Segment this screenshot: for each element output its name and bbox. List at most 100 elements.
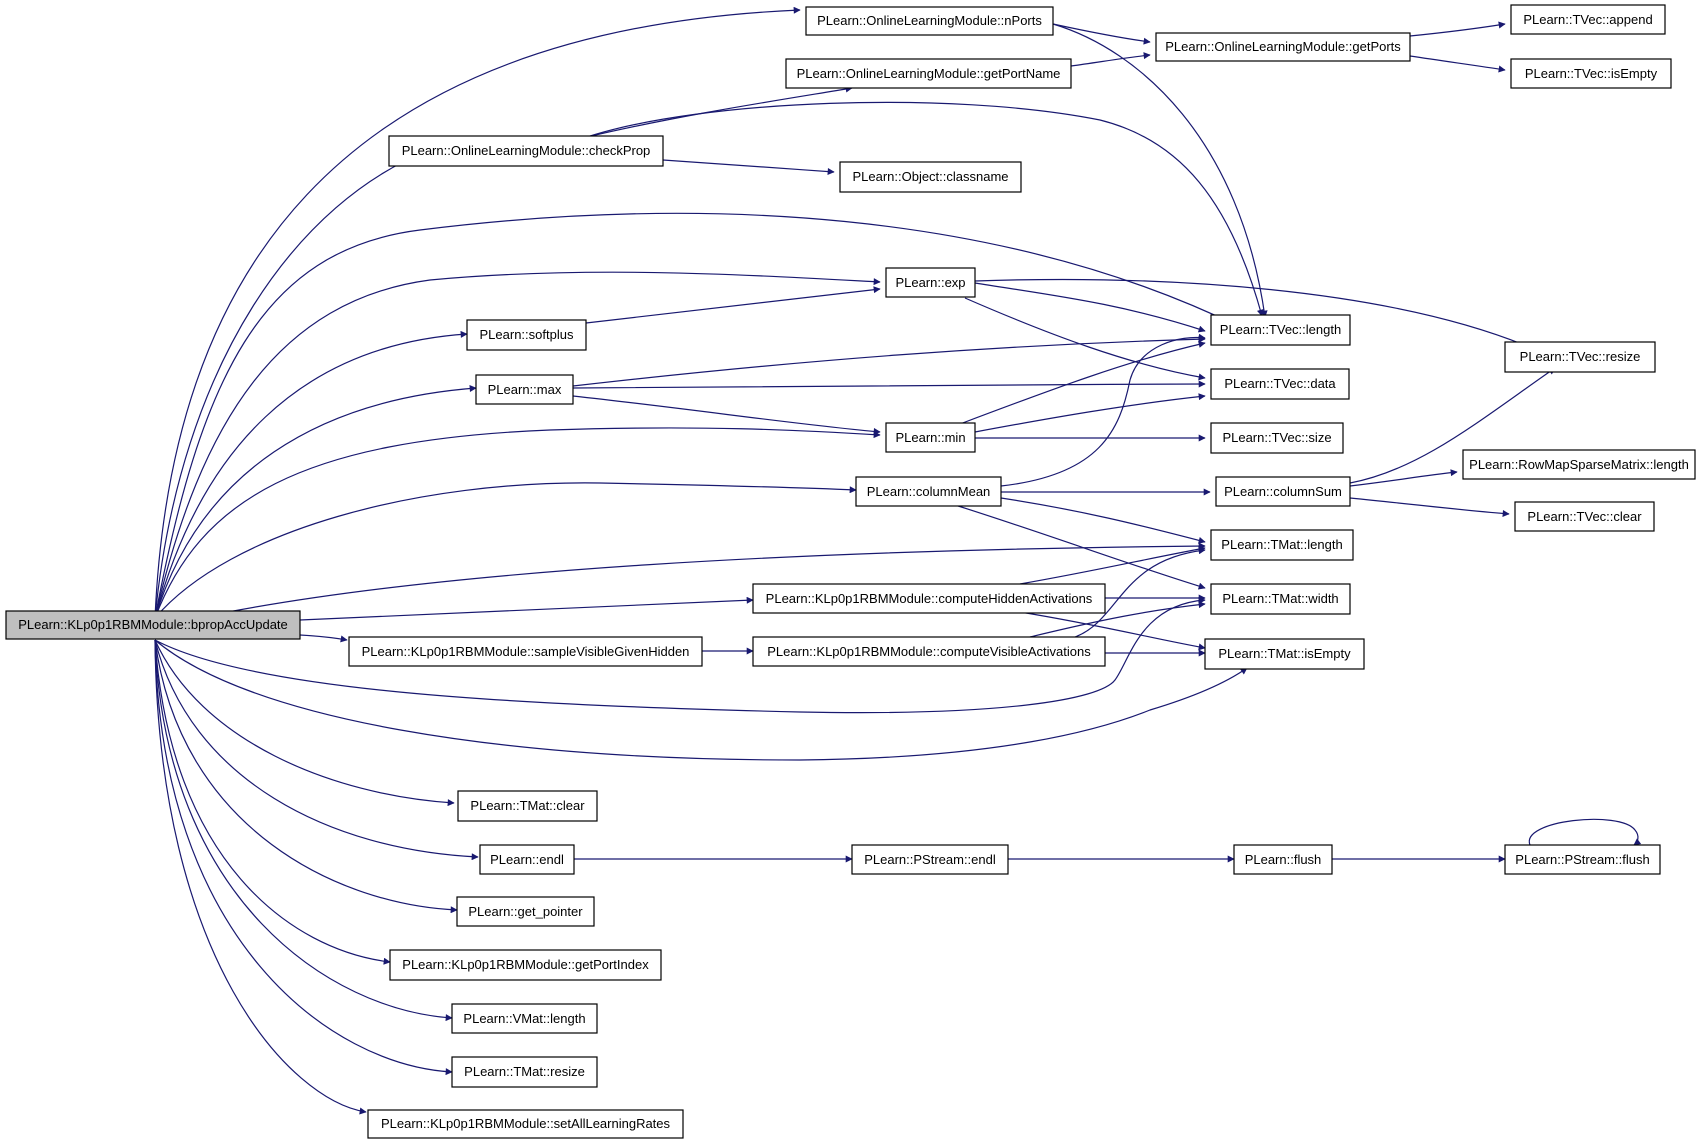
svg-text:PLearn::columnMean: PLearn::columnMean [867,484,991,499]
node-tmat-width[interactable]: PLearn::TMat::width [1210,583,1351,615]
svg-text:PLearn::get_pointer: PLearn::get_pointer [468,904,583,919]
edge-root-max [154,384,477,619]
svg-text:PLearn::TVec::size: PLearn::TVec::size [1222,430,1331,445]
edge-root-endl [154,639,479,861]
node-getports[interactable]: PLearn::OnlineLearningModule::getPorts [1155,32,1411,62]
node-max[interactable]: PLearn::max [475,374,574,405]
node-setalllearningrates[interactable]: PLearn::KLp0p1RBMModule::setAllLearningR… [367,1109,684,1139]
svg-text:PLearn::columnSum: PLearn::columnSum [1224,484,1342,499]
edge-getportname-getports [1070,52,1151,67]
edge-max-tveclength [572,335,1206,387]
svg-text:PLearn::KLp0p1RBMModule::getPo: PLearn::KLp0p1RBMModule::getPortIndex [402,957,649,972]
edge-exp-tveclength [974,282,1206,333]
nodes: PLearn::KLp0p1RBMModule::bpropAccUpdate … [5,4,1696,1139]
svg-text:PLearn::TMat::length: PLearn::TMat::length [1221,537,1342,552]
svg-text:PLearn::KLp0p1RBMModule::sampl: PLearn::KLp0p1RBMModule::sampleVisibleGi… [362,644,690,659]
edge-root-checkprop [154,149,431,619]
node-tvec-size[interactable]: PLearn::TVec::size [1210,422,1344,454]
edge-root-tmatresize [154,639,453,1076]
svg-text:PLearn::VMat::length: PLearn::VMat::length [463,1011,585,1026]
node-tvec-clear[interactable]: PLearn::TVec::clear [1514,501,1655,532]
edge-root-softplus [154,330,468,619]
svg-text:PLearn::TVec::length: PLearn::TVec::length [1220,322,1341,337]
edge-root-tmatwidth [154,596,1206,714]
node-tmat-clear[interactable]: PLearn::TMat::clear [457,790,598,822]
node-checkprop[interactable]: PLearn::OnlineLearningModule::checkProp [388,135,664,167]
svg-text:PLearn::RowMapSparseMatrix::le: PLearn::RowMapSparseMatrix::length [1469,457,1689,472]
edge-root-setalllearningrates [154,639,367,1115]
node-pstream-flush[interactable]: PLearn::PStream::flush [1504,844,1661,875]
svg-text:PLearn::max: PLearn::max [488,382,562,397]
node-computevisible[interactable]: PLearn::KLp0p1RBMModule::computeVisibleA… [752,636,1106,667]
edge-computevisible-tmatlength [1074,547,1206,638]
edge-columnsum-tvecclear [1349,497,1510,517]
edge-root-vmatlength [154,639,453,1022]
svg-text:PLearn::softplus: PLearn::softplus [480,327,574,342]
node-computehidden[interactable]: PLearn::KLp0p1RBMModule::computeHiddenAc… [752,583,1106,614]
node-vmat-length[interactable]: PLearn::VMat::length [451,1003,598,1034]
svg-text:PLearn::OnlineLearningModule::: PLearn::OnlineLearningModule::getPortNam… [797,66,1061,81]
node-samplevisible[interactable]: PLearn::KLp0p1RBMModule::sampleVisibleGi… [348,636,703,667]
node-bpropaccupdate[interactable]: PLearn::KLp0p1RBMModule::bpropAccUpdate [5,610,301,640]
edge-max-tvecdata [572,380,1206,389]
edge-columnsum-tvecresize [1349,367,1556,484]
svg-text:PLearn::TMat::width: PLearn::TMat::width [1222,591,1338,606]
svg-text:PLearn::TVec::append: PLearn::TVec::append [1523,12,1652,27]
edge-root-tmatclear [154,639,455,807]
edge-getports-append [1409,21,1506,37]
svg-text:PLearn::flush: PLearn::flush [1245,852,1322,867]
edge-getports-isempty [1409,55,1506,73]
node-tmat-length[interactable]: PLearn::TMat::length [1210,529,1354,561]
node-classname[interactable]: PLearn::Object::classname [839,161,1022,193]
svg-text:PLearn::KLp0p1RBMModule::compu: PLearn::KLp0p1RBMModule::computeHiddenAc… [766,591,1093,606]
node-rowmap-length[interactable]: PLearn::RowMapSparseMatrix::length [1462,449,1696,480]
node-pstream-endl[interactable]: PLearn::PStream::endl [851,844,1009,875]
svg-text:PLearn::endl: PLearn::endl [490,852,564,867]
edge-columnsum-rowmap [1349,469,1458,487]
svg-text:PLearn::TVec::clear: PLearn::TVec::clear [1527,509,1642,524]
node-tvec-append[interactable]: PLearn::TVec::append [1510,4,1666,35]
edge-root-getportindex [154,639,391,965]
node-tvec-data[interactable]: PLearn::TVec::data [1210,368,1350,400]
node-nports[interactable]: PLearn::OnlineLearningModule::nPorts [805,6,1054,36]
edge-root-tveclength-a [154,212,1241,619]
node-tvec-resize[interactable]: PLearn::TVec::resize [1504,341,1656,373]
edge-computehidden-tmatisempty [1019,611,1206,651]
edge-checkprop-classname [662,159,835,176]
svg-text:PLearn::KLp0p1RBMModule::compu: PLearn::KLp0p1RBMModule::computeVisibleA… [767,644,1091,659]
node-softplus[interactable]: PLearn::softplus [466,319,587,351]
edge-columnmean-tmatlength [1000,497,1206,544]
node-getportname[interactable]: PLearn::OnlineLearningModule::getPortNam… [785,58,1072,89]
svg-text:PLearn::TMat::clear: PLearn::TMat::clear [470,798,585,813]
edge-nports-getports [1052,23,1151,45]
node-get-pointer[interactable]: PLearn::get_pointer [456,896,595,927]
svg-text:PLearn::min: PLearn::min [895,430,965,445]
node-flush[interactable]: PLearn::flush [1233,844,1333,875]
svg-text:PLearn::KLp0p1RBMModule::setAl: PLearn::KLp0p1RBMModule::setAllLearningR… [381,1116,671,1131]
node-exp[interactable]: PLearn::exp [885,267,976,298]
edge-root-tmatlength [227,542,1206,613]
svg-text:PLearn::OnlineLearningModule::: PLearn::OnlineLearningModule::nPorts [817,13,1042,28]
edge-computevisible-tmatwidth [1029,601,1206,638]
edge-root-computehidden [299,596,754,621]
node-getportindex[interactable]: PLearn::KLp0p1RBMModule::getPortIndex [389,949,662,981]
node-endl[interactable]: PLearn::endl [479,844,575,875]
node-min[interactable]: PLearn::min [885,422,976,453]
svg-text:PLearn::TMat::resize: PLearn::TMat::resize [464,1064,585,1079]
svg-text:PLearn::OnlineLearningModule::: PLearn::OnlineLearningModule::checkProp [402,143,651,158]
node-tvec-length[interactable]: PLearn::TVec::length [1210,314,1351,346]
node-tmat-isempty[interactable]: PLearn::TMat::isEmpty [1204,638,1365,670]
edge-exp-tvecdata [964,297,1206,381]
edges [154,6,1642,1115]
edge-root-columnmean [154,482,857,619]
svg-text:PLearn::PStream::endl: PLearn::PStream::endl [864,852,996,867]
node-columnsum[interactable]: PLearn::columnSum [1215,476,1351,507]
node-columnmean[interactable]: PLearn::columnMean [855,476,1002,507]
edge-root-min [154,427,881,619]
edge-exp-tvecresize [974,278,1553,358]
svg-text:PLearn::TVec::isEmpty: PLearn::TVec::isEmpty [1525,66,1658,81]
svg-text:PLearn::TVec::resize: PLearn::TVec::resize [1520,349,1641,364]
edge-min-tvecdata [974,393,1206,433]
node-tvec-isempty[interactable]: PLearn::TVec::isEmpty [1510,58,1672,89]
node-tmat-resize[interactable]: PLearn::TMat::resize [451,1056,598,1088]
